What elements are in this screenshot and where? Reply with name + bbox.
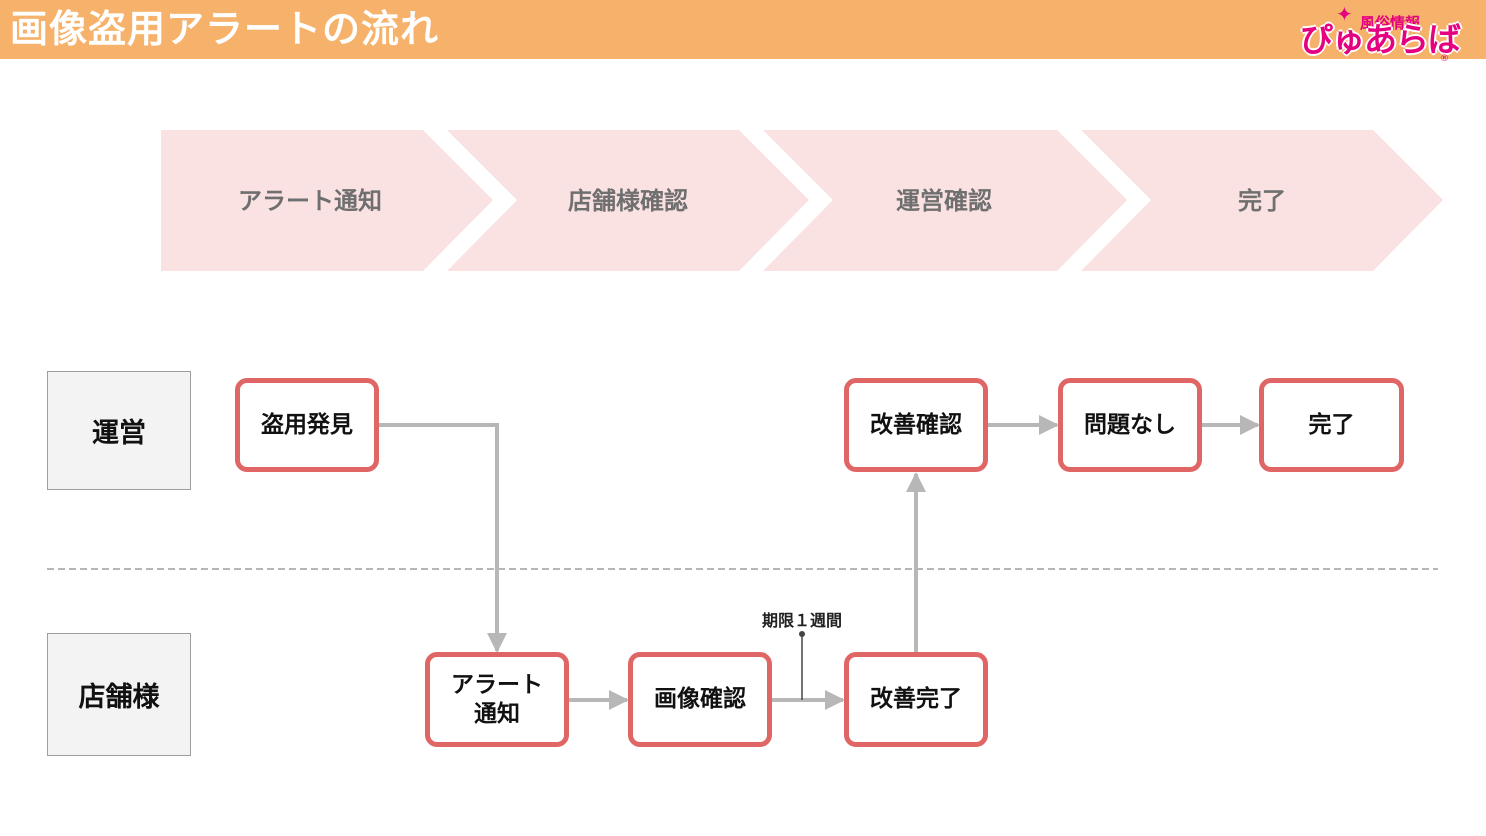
- phase-chevron-3: [763, 130, 1127, 271]
- brand-logo: ✦ 風俗情報 ぴゅあらば ®: [1296, 2, 1466, 66]
- registered-mark: ®: [1440, 54, 1449, 64]
- phase-chevron-2: [447, 130, 809, 271]
- node-alert-notice: アラート 通知: [425, 652, 569, 747]
- deadline-label: 期限１週間: [761, 611, 842, 630]
- node-fix-done-text: 改善完了: [870, 686, 962, 712]
- phase-label-store-check: 店舗様確認: [568, 187, 688, 215]
- page-title: 画像盗用アラートの流れ: [10, 7, 440, 51]
- logo-wordmark: ぴゅあらば: [1300, 20, 1461, 59]
- node-no-issue-text: 問題なし: [1084, 411, 1176, 438]
- node-image-check-text: 画像確認: [654, 686, 746, 712]
- node-complete-text: 完了: [1308, 411, 1355, 438]
- sparkle-icon: ✦: [1336, 2, 1353, 26]
- node-fix-check: 改善確認: [844, 378, 988, 472]
- node-image-check: 画像確認: [628, 652, 772, 747]
- node-complete: 完了: [1259, 378, 1404, 472]
- node-fix-done: 改善完了: [844, 652, 988, 747]
- lane-label-store: 店舗様: [47, 633, 191, 756]
- node-alert-notice-text: アラート 通知: [451, 671, 543, 727]
- logo-subtitle: 風俗情報: [1360, 14, 1421, 32]
- lane-label-operator: 運営: [47, 371, 191, 490]
- deadline-pointer-dot: [799, 631, 805, 637]
- node-fix-check-text: 改善確認: [870, 411, 962, 438]
- lane-label-operator-text: 運営: [92, 418, 146, 449]
- phase-label-operator-check: 運営確認: [896, 187, 992, 215]
- phase-chevron-1: [161, 130, 493, 271]
- connector-theft-to-alert: [379, 423, 507, 653]
- header-bar: 画像盗用アラートの流れ ✦ 風俗情報 ぴゅあらば ®: [0, 0, 1486, 64]
- node-no-issue: 問題なし: [1058, 378, 1202, 472]
- phase-label-complete: 完了: [1238, 187, 1286, 215]
- phase-chevron-4: [1081, 130, 1443, 271]
- lane-label-store-text: 店舗様: [78, 682, 160, 713]
- node-theft-found: 盗用発見: [235, 378, 379, 472]
- phase-label-alert: アラート通知: [238, 187, 382, 215]
- node-theft-found-text: 盗用発見: [261, 411, 353, 438]
